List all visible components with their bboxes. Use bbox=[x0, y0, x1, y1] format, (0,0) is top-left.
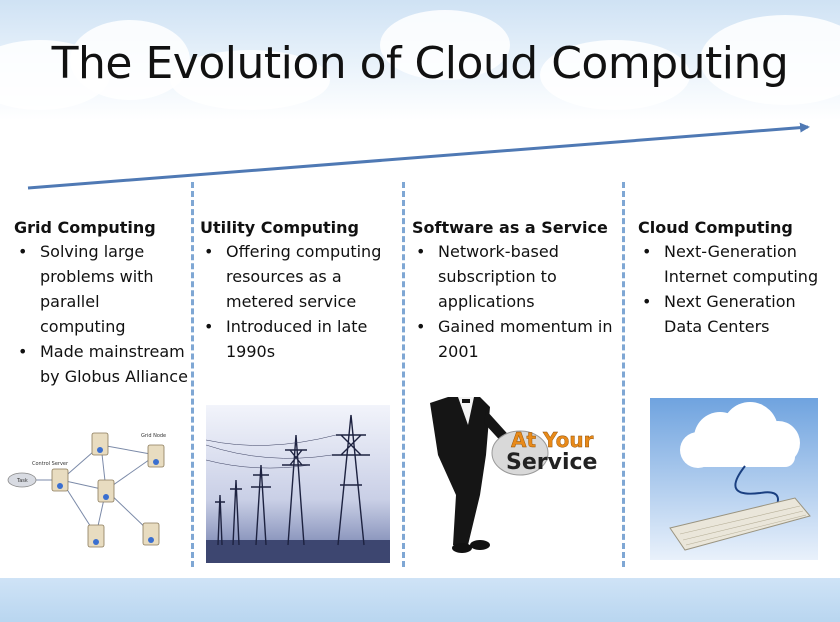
bullet-item: Introduced in late 1990s bbox=[200, 314, 400, 364]
column-software-as-a-service: Software as a Service Network-based subs… bbox=[412, 217, 617, 364]
bullet-item: Made mainstream by Globus Alliance bbox=[14, 339, 190, 389]
column-divider bbox=[622, 182, 625, 567]
bullet-item: Next-Generation Internet computing bbox=[638, 239, 828, 289]
footer-band bbox=[0, 578, 840, 622]
grid-network-diagram-icon: Grid Node Control Server Task bbox=[7, 432, 166, 548]
timeline-arrow bbox=[27, 122, 810, 190]
power-towers-image bbox=[206, 405, 390, 563]
service-text: Service bbox=[506, 450, 597, 475]
sky-header-band bbox=[0, 0, 840, 120]
cloud-keyboard-image bbox=[650, 398, 818, 560]
column-heading: Utility Computing bbox=[200, 218, 359, 237]
column-heading: Cloud Computing bbox=[638, 218, 793, 237]
column-utility-computing: Utility Computing Offering computing res… bbox=[200, 217, 400, 364]
bullet-item: Solving large problems with parallel com… bbox=[14, 239, 190, 339]
bullet-list: Network-based subscription to applicatio… bbox=[412, 239, 617, 364]
column-cloud-computing: Cloud Computing Next-Generation Internet… bbox=[638, 217, 828, 339]
grid-node-label: Grid Node bbox=[141, 433, 166, 439]
column-heading: Grid Computing bbox=[14, 218, 156, 237]
bullet-item: Gained momentum in 2001 bbox=[412, 314, 617, 364]
slide-title: The Evolution of Cloud Computing bbox=[51, 38, 789, 89]
bullet-list: Solving large problems with parallel com… bbox=[14, 239, 190, 389]
column-divider bbox=[402, 182, 405, 567]
at-your-service-image: At Your Service bbox=[428, 395, 603, 560]
bullet-list: Next-Generation Internet computing Next … bbox=[638, 239, 828, 339]
column-heading: Software as a Service bbox=[412, 218, 608, 237]
bullet-item: Next Generation Data Centers bbox=[638, 289, 828, 339]
bullet-list: Offering computing resources as a metere… bbox=[200, 239, 400, 364]
at-your-text: At Your bbox=[511, 428, 594, 452]
task-label: Task bbox=[16, 478, 28, 484]
column-divider bbox=[191, 182, 194, 567]
bullet-item: Network-based subscription to applicatio… bbox=[412, 239, 617, 314]
bullet-item: Offering computing resources as a metere… bbox=[200, 239, 400, 314]
control-server-label: Control Server bbox=[32, 461, 69, 467]
column-grid-computing: Grid Computing Solving large problems wi… bbox=[14, 217, 190, 389]
